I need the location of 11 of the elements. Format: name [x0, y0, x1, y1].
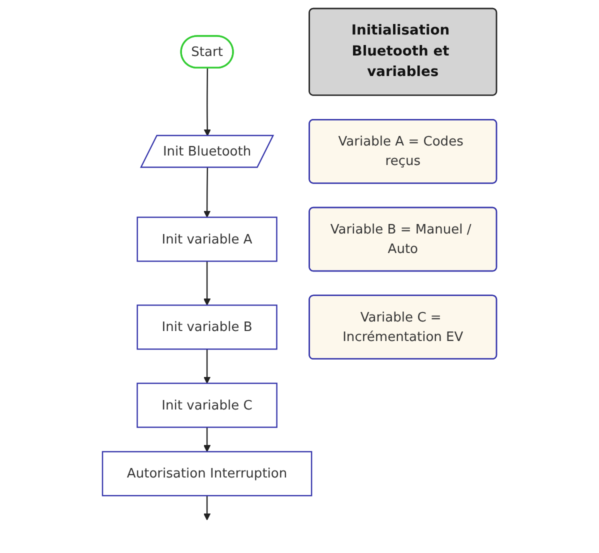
arrow	[203, 496, 211, 520]
arrow	[203, 349, 211, 384]
arrow	[204, 68, 211, 136]
node-box	[136, 304, 278, 350]
node-box	[136, 382, 278, 428]
flowchart: Initialisation Bluetooth et variables Start Init Bluetooth Init variable A Init variable B Init variable C Autorisation Interruption Variable A = Codes reçus Variable B = Manuel / Auto Variable C = Incrémentation EV	[96, 2, 503, 551]
arrow	[203, 168, 211, 218]
arrow	[203, 427, 211, 452]
node-box	[102, 451, 312, 496]
node-box	[136, 216, 278, 262]
arrow	[203, 261, 211, 306]
